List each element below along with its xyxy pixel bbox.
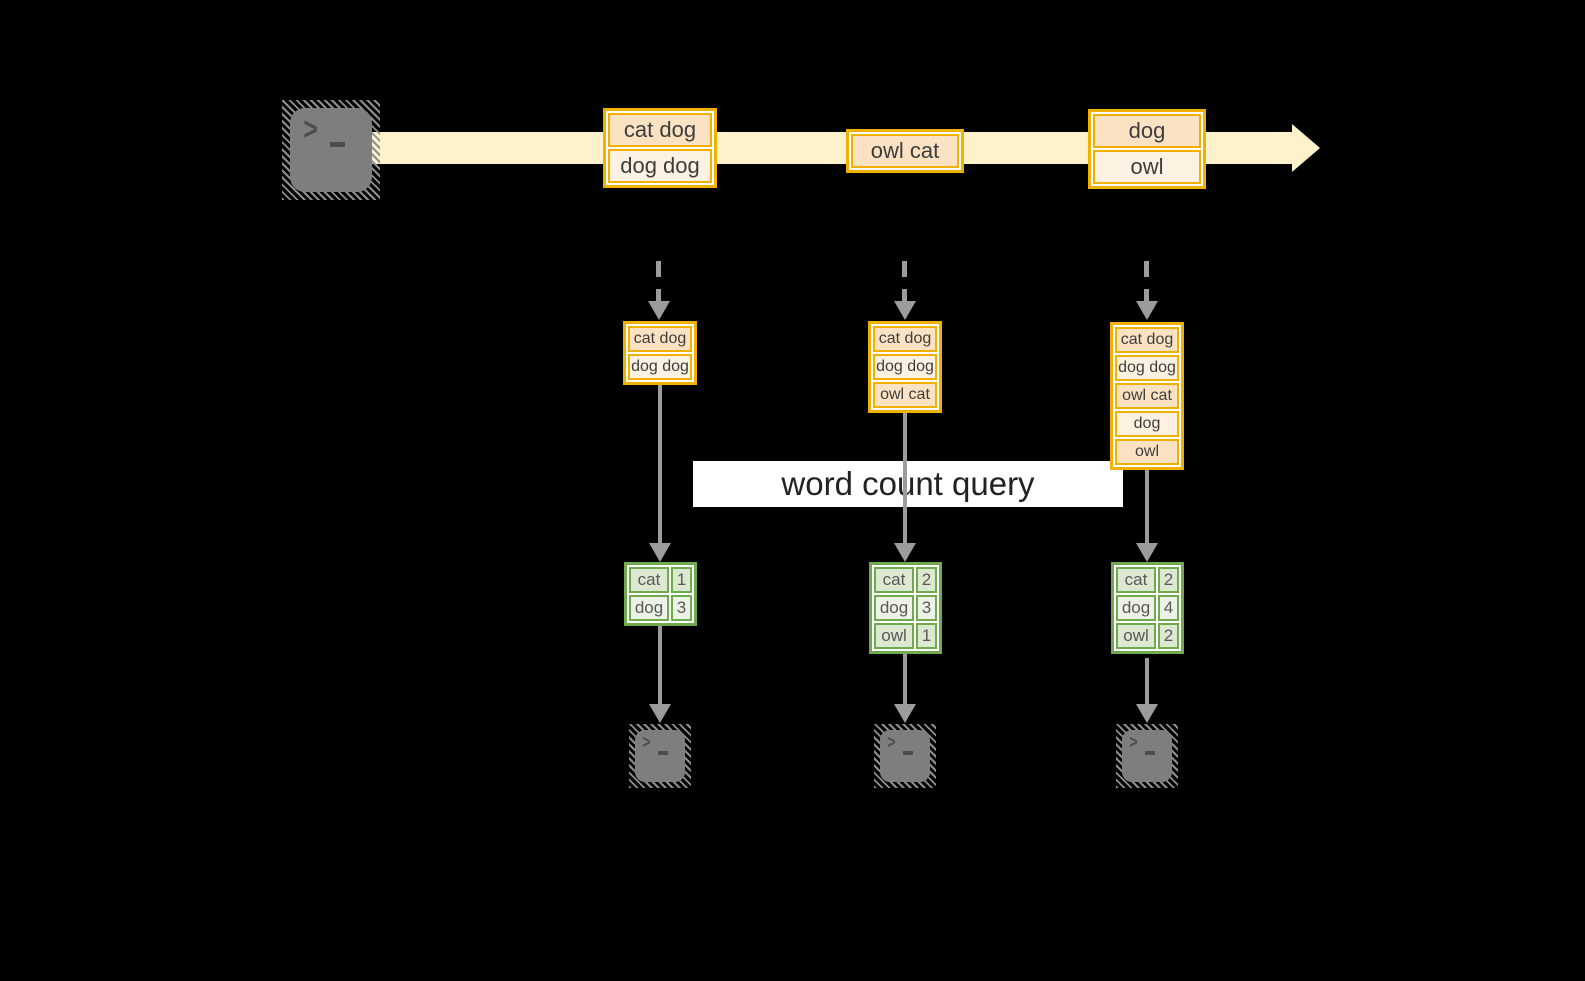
stream-batch-2: owl cat	[846, 129, 964, 173]
count-value: 2	[1158, 567, 1179, 593]
buffered-record: dog dog	[873, 354, 937, 380]
count-word: cat	[874, 567, 914, 593]
dashed-arrowhead-1	[648, 301, 670, 320]
count-row: dog 3	[874, 595, 937, 621]
buffer-stack-3: cat dog dog dog owl cat dog owl	[1110, 322, 1184, 470]
stream-record: cat dog	[608, 113, 712, 147]
query-arrow-1	[658, 385, 662, 545]
dashed-arrowhead-3	[1136, 301, 1158, 320]
count-table-1: cat 1 dog 3	[624, 562, 697, 626]
count-row: cat 2	[874, 567, 937, 593]
buffer-stack-1: cat dog dog dog	[623, 321, 697, 385]
buffer-stack-2: cat dog dog dog owl cat	[868, 321, 942, 413]
terminal-sink-icon-3: >	[1116, 724, 1178, 788]
stream-record: owl cat	[851, 134, 959, 168]
buffered-record: owl cat	[873, 382, 937, 408]
count-value: 2	[916, 567, 937, 593]
query-arrowhead-3	[1136, 543, 1158, 562]
count-row: dog 4	[1116, 595, 1179, 621]
terminal-prompt-icon: >	[642, 732, 651, 753]
count-value: 4	[1158, 595, 1179, 621]
terminal-prompt-icon: >	[887, 732, 896, 753]
query-arrowhead-2	[894, 543, 916, 562]
stream-record: dog	[1093, 114, 1201, 148]
terminal-body: >	[880, 730, 930, 782]
count-value: 1	[916, 623, 937, 649]
count-word: dog	[874, 595, 914, 621]
count-word: cat	[629, 567, 669, 593]
dashed-arrowhead-2	[894, 301, 916, 320]
buffered-record: dog dog	[628, 354, 692, 380]
stream-record: dog dog	[608, 149, 712, 183]
output-arrow-1	[658, 626, 662, 706]
buffered-record: cat dog	[628, 326, 692, 352]
buffered-record: dog dog	[1115, 355, 1179, 381]
terminal-prompt-icon: >	[1129, 732, 1138, 753]
count-word: owl	[874, 623, 914, 649]
query-arrow-3	[1145, 468, 1149, 545]
count-word: dog	[1116, 595, 1156, 621]
count-row: owl 1	[874, 623, 937, 649]
buffered-record: owl	[1115, 439, 1179, 465]
terminal-cursor-icon	[658, 751, 668, 755]
output-arrowhead-1	[649, 704, 671, 723]
stream-arrowhead-icon	[1292, 124, 1320, 172]
dashed-arrow-1	[656, 261, 661, 303]
count-word: cat	[1116, 567, 1156, 593]
stream-record: owl	[1093, 150, 1201, 184]
stream-batch-1: cat dog dog dog	[603, 108, 717, 188]
count-value: 1	[671, 567, 692, 593]
buffered-record: cat dog	[873, 326, 937, 352]
terminal-body: >	[635, 730, 685, 782]
output-arrow-2	[903, 654, 907, 706]
query-label: word count query	[693, 461, 1123, 507]
query-arrow-2	[903, 413, 907, 545]
terminal-body: >	[290, 108, 372, 192]
count-table-2: cat 2 dog 3 owl 1	[869, 562, 942, 654]
count-row: cat 2	[1116, 567, 1179, 593]
buffered-record: owl cat	[1115, 383, 1179, 409]
count-value: 3	[671, 595, 692, 621]
stream-batch-3: dog owl	[1088, 109, 1206, 189]
terminal-cursor-icon	[330, 142, 345, 147]
count-row: cat 1	[629, 567, 692, 593]
count-row: owl 2	[1116, 623, 1179, 649]
count-word: dog	[629, 595, 669, 621]
terminal-cursor-icon	[903, 751, 913, 755]
count-table-3: cat 2 dog 4 owl 2	[1111, 562, 1184, 654]
terminal-prompt-icon: >	[303, 110, 318, 147]
terminal-source-icon: >	[282, 100, 380, 200]
buffered-record: dog	[1115, 411, 1179, 437]
output-arrow-3	[1145, 658, 1149, 706]
terminal-body: >	[1122, 730, 1172, 782]
terminal-sink-icon-2: >	[874, 724, 936, 788]
buffered-record: cat dog	[1115, 327, 1179, 353]
query-arrowhead-1	[649, 543, 671, 562]
dashed-arrow-3	[1144, 261, 1149, 303]
count-value: 3	[916, 595, 937, 621]
output-arrowhead-3	[1136, 704, 1158, 723]
count-value: 2	[1158, 623, 1179, 649]
output-arrowhead-2	[894, 704, 916, 723]
dashed-arrow-2	[902, 261, 907, 303]
terminal-sink-icon-1: >	[629, 724, 691, 788]
count-word: owl	[1116, 623, 1156, 649]
terminal-cursor-icon	[1145, 751, 1155, 755]
count-row: dog 3	[629, 595, 692, 621]
